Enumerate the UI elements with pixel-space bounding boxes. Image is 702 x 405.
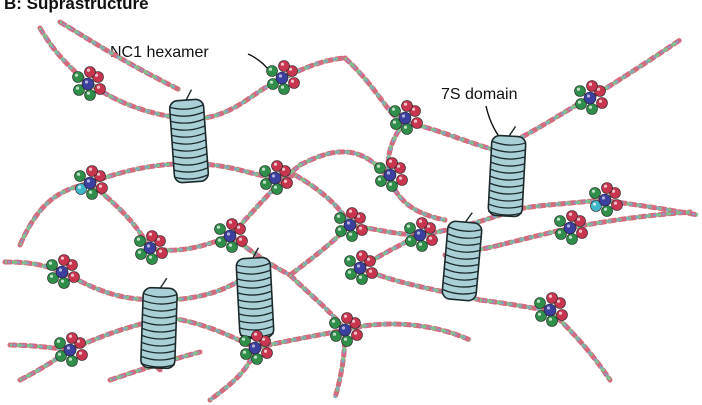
nc1-hexamer — [259, 160, 293, 195]
nc1-hexamer — [46, 254, 80, 289]
collagen-strand — [57, 19, 183, 93]
nc1-hexamer-label: NC1 hexamer — [110, 44, 209, 61]
nc1-hexamer — [214, 218, 248, 253]
collagen-strand — [287, 272, 348, 333]
collagen-strand — [227, 149, 393, 239]
nc1-hexamer — [374, 157, 408, 192]
nc1-hexamer — [72, 66, 106, 101]
7s-domain-coil — [235, 247, 275, 340]
collagen-strand — [342, 321, 473, 343]
nc1-hexamer — [54, 332, 88, 367]
collagen-strand — [567, 209, 693, 231]
7s-domain-coils — [140, 89, 527, 370]
collagen-strand — [547, 307, 613, 383]
nc1-hexamer — [334, 207, 368, 242]
7s-domain-coil — [168, 89, 210, 184]
nc1-hexamer — [74, 165, 108, 200]
nc1-hexamer — [329, 312, 363, 347]
collagen-strand — [387, 177, 448, 223]
nc1-hexamer — [239, 330, 273, 365]
nc1-hexamer — [574, 80, 608, 115]
nc1-hexamer — [554, 210, 588, 245]
nc1-hexamer — [404, 217, 438, 252]
figure-title: B: Suprastructure — [4, 0, 149, 13]
7s-domain-coil — [140, 277, 178, 370]
nc1-hexamer — [266, 60, 300, 95]
nc1-hexamer — [344, 250, 378, 285]
7s-domain-coil — [441, 212, 483, 302]
nc1-hexamers — [46, 60, 623, 367]
nc1-hexamer — [534, 292, 568, 327]
7s-domain-coil — [487, 125, 527, 218]
7s-domain-label: 7S domain — [441, 86, 518, 103]
7s-leader-line — [485, 105, 501, 139]
nc1-hexamer — [134, 230, 168, 265]
nc1-hexamer — [389, 100, 423, 135]
nc1-hexamer — [589, 182, 623, 217]
